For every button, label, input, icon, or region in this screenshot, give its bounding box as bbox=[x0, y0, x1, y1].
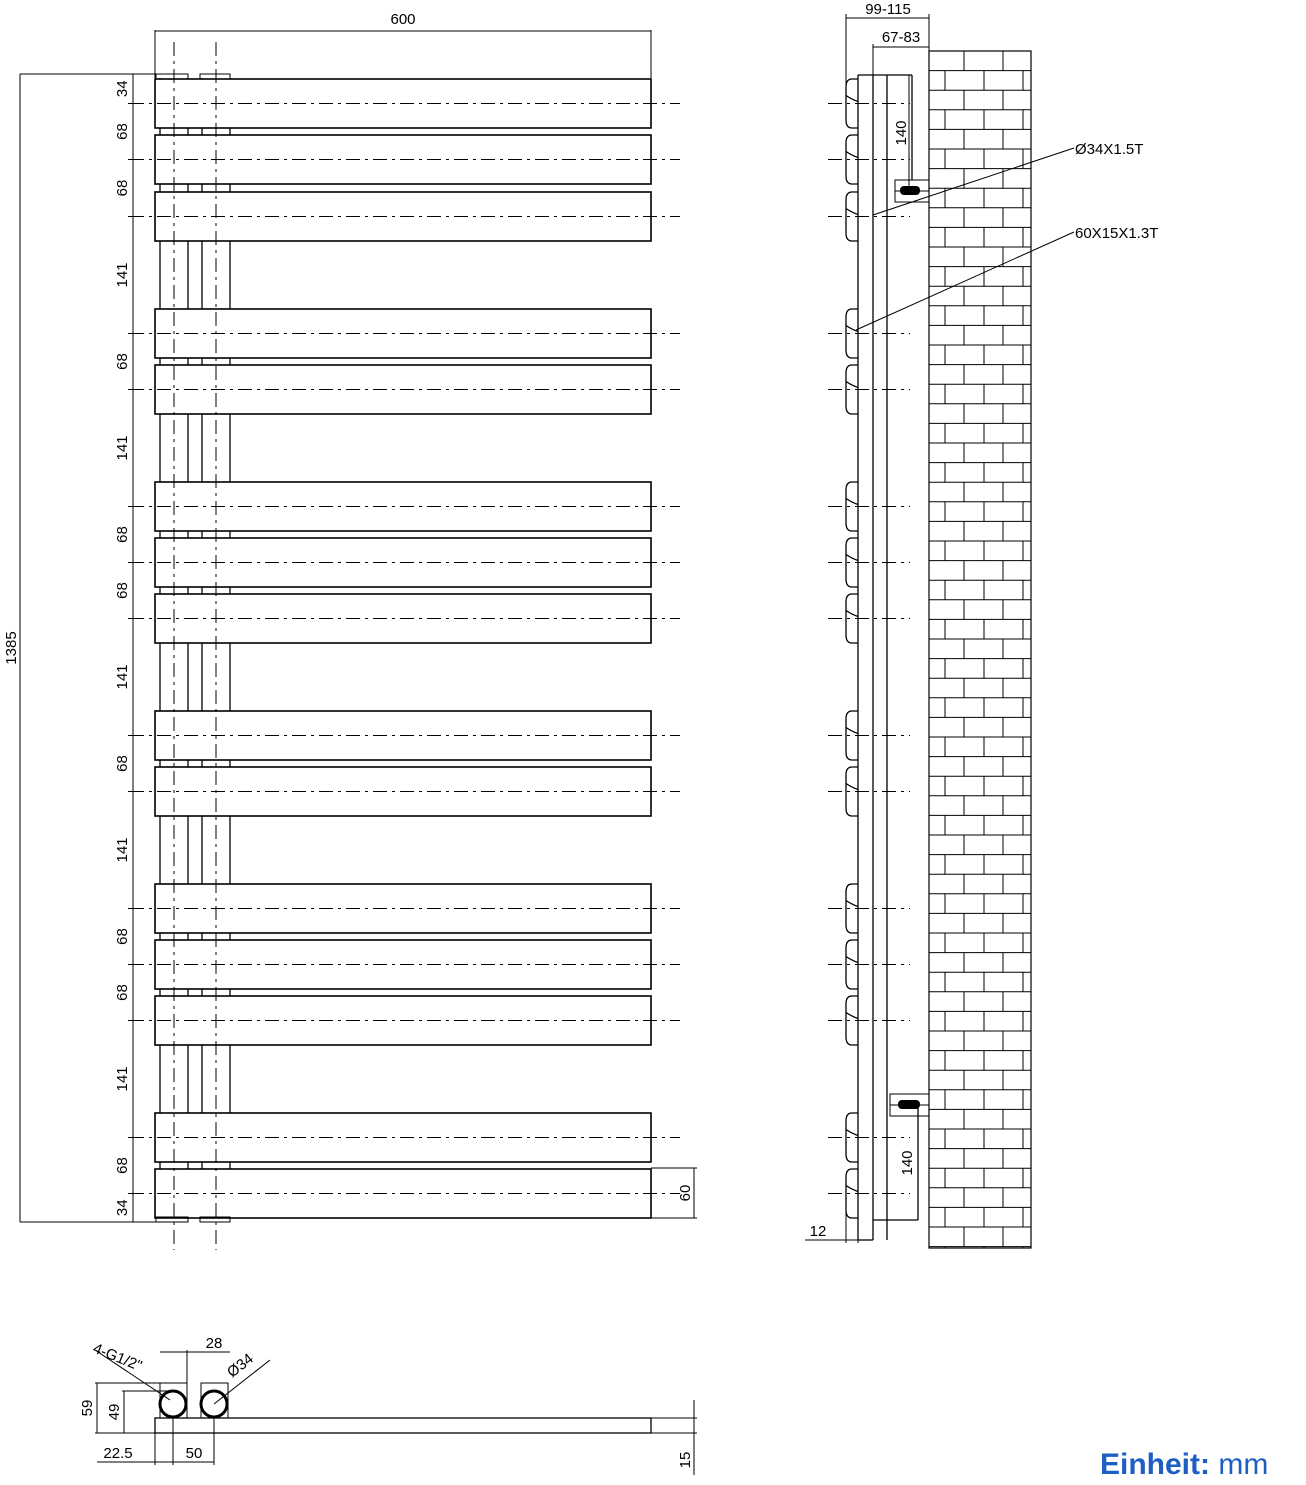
bar-height-dimension: 60 bbox=[651, 1167, 697, 1219]
side-bar-profile bbox=[845, 1168, 858, 1219]
side-bar-fold bbox=[845, 899, 859, 908]
side-bar-profile bbox=[845, 995, 858, 1046]
spacing-label: 68 bbox=[114, 1157, 131, 1174]
spacing-label: 141 bbox=[114, 1066, 131, 1091]
spacing-label: 141 bbox=[114, 262, 131, 287]
side-bar-profile bbox=[845, 1112, 858, 1163]
side-bar-fold bbox=[845, 1011, 859, 1020]
left-offset-label: 22.5 bbox=[103, 1445, 132, 1462]
side-bar-profile bbox=[845, 308, 858, 359]
side-bar-fold bbox=[845, 609, 859, 618]
front-pipe-caps bbox=[155, 73, 231, 1223]
bottom-connection-dimension: 140 bbox=[899, 1105, 919, 1220]
front-vertical-pipes bbox=[159, 78, 231, 1218]
spacing-label: 68 bbox=[114, 526, 131, 543]
height-outer-label: 59 bbox=[79, 1400, 96, 1417]
side-bar-fold bbox=[845, 150, 859, 159]
side-bar-profile bbox=[845, 939, 858, 990]
bottom-pipe-left bbox=[158, 1389, 188, 1419]
front-view: 600 1385 34 68 68 141 68 141 68 68 141 68 141 68 68 1… bbox=[3, 11, 697, 1250]
side-bar-profile bbox=[845, 191, 858, 242]
depth-wall-label: 67-83 bbox=[882, 29, 920, 46]
spacing-label: 34 bbox=[114, 1199, 131, 1216]
side-bar-fold bbox=[845, 782, 859, 791]
side-bar-fold bbox=[845, 324, 859, 333]
side-bar-profile bbox=[845, 481, 858, 532]
spacing-label: 141 bbox=[114, 664, 131, 689]
spacing-label: 68 bbox=[114, 984, 131, 1001]
center-label: 50 bbox=[186, 1445, 203, 1462]
unit-prefix: Einheit: bbox=[1100, 1448, 1210, 1481]
bar-height-label: 60 bbox=[677, 1185, 694, 1202]
height-label: 1385 bbox=[3, 631, 20, 664]
spacing-label: 141 bbox=[114, 837, 131, 862]
side-bar-fold bbox=[845, 94, 859, 103]
spacing-label: 68 bbox=[114, 928, 131, 945]
offset-dimension: 12 bbox=[805, 1205, 859, 1243]
unit-value: mm bbox=[1218, 1448, 1269, 1481]
top-connection-label: 140 bbox=[893, 120, 910, 145]
height-dimension: 1385 bbox=[3, 73, 178, 1223]
bottom-view: 15 28 4-G1/2" Ø34 59 49 22.5 50 bbox=[79, 1335, 697, 1475]
front-bars bbox=[130, 78, 680, 1219]
pipe-spec-label: Ø34X1.5T bbox=[1075, 141, 1143, 158]
depth-total-label: 99-115 bbox=[865, 1, 911, 18]
spacing-label: 34 bbox=[114, 80, 131, 97]
side-view: 99-115 67-83 140 140 12 Ø34X1.5T bbox=[805, 1, 1158, 1249]
side-bar-profile bbox=[845, 766, 858, 817]
thread-label: 4-G1/2" bbox=[91, 1340, 145, 1375]
spacing-label: 68 bbox=[114, 180, 131, 197]
height-inner-label: 49 bbox=[106, 1404, 123, 1421]
bar-spec-label: 60X15X1.3T bbox=[1075, 225, 1158, 242]
thickness-label: 15 bbox=[677, 1452, 694, 1469]
spacing-label: 68 bbox=[114, 353, 131, 370]
pipe-diameter-label: Ø34 bbox=[224, 1350, 257, 1381]
side-bar-profile bbox=[845, 593, 858, 644]
side-mounting bbox=[857, 74, 930, 1241]
spec-leaders: Ø34X1.5T 60X15X1.3T bbox=[855, 141, 1158, 331]
side-bar-profile bbox=[845, 134, 858, 185]
front-pipe-centerlines bbox=[173, 42, 217, 1250]
spacing-label: 68 bbox=[114, 582, 131, 599]
side-bar-fold bbox=[845, 553, 859, 562]
top-connection-dimension: 140 bbox=[893, 75, 910, 191]
side-bar-fold bbox=[845, 207, 859, 216]
side-bar-fold bbox=[845, 955, 859, 964]
depth-wall-dimension: 67-83 bbox=[872, 29, 929, 75]
width-label: 600 bbox=[390, 11, 415, 28]
spacing-label: 68 bbox=[114, 123, 131, 140]
spacing-label: 141 bbox=[114, 435, 131, 460]
bottom-connection-label: 140 bbox=[899, 1150, 916, 1175]
side-bar-fold bbox=[845, 726, 859, 735]
side-bar-profile bbox=[845, 537, 858, 588]
brick-wall bbox=[928, 50, 1032, 1249]
depth-total-dimension: 99-115 bbox=[845, 1, 930, 85]
side-bar-profile bbox=[845, 710, 858, 761]
side-bar-fold bbox=[845, 497, 859, 506]
spacing-label: 68 bbox=[114, 755, 131, 772]
side-bars bbox=[828, 78, 910, 1219]
pipe-spacing-label: 28 bbox=[206, 1335, 223, 1352]
width-dimension: 600 bbox=[154, 11, 652, 78]
side-bar-fold bbox=[845, 1184, 859, 1193]
offset-label: 12 bbox=[810, 1223, 827, 1240]
spacing-dimension-chain: 34 68 68 141 68 141 68 68 141 68 141 68 68 141 68 34 bbox=[114, 73, 140, 1223]
side-bar-profile bbox=[845, 883, 858, 934]
side-bar-profile bbox=[845, 364, 858, 415]
unit-label: Einheit: mm bbox=[1100, 1448, 1268, 1482]
side-bar-fold bbox=[845, 380, 859, 389]
side-bar-fold bbox=[845, 1128, 859, 1137]
side-bar-profile bbox=[845, 78, 858, 129]
